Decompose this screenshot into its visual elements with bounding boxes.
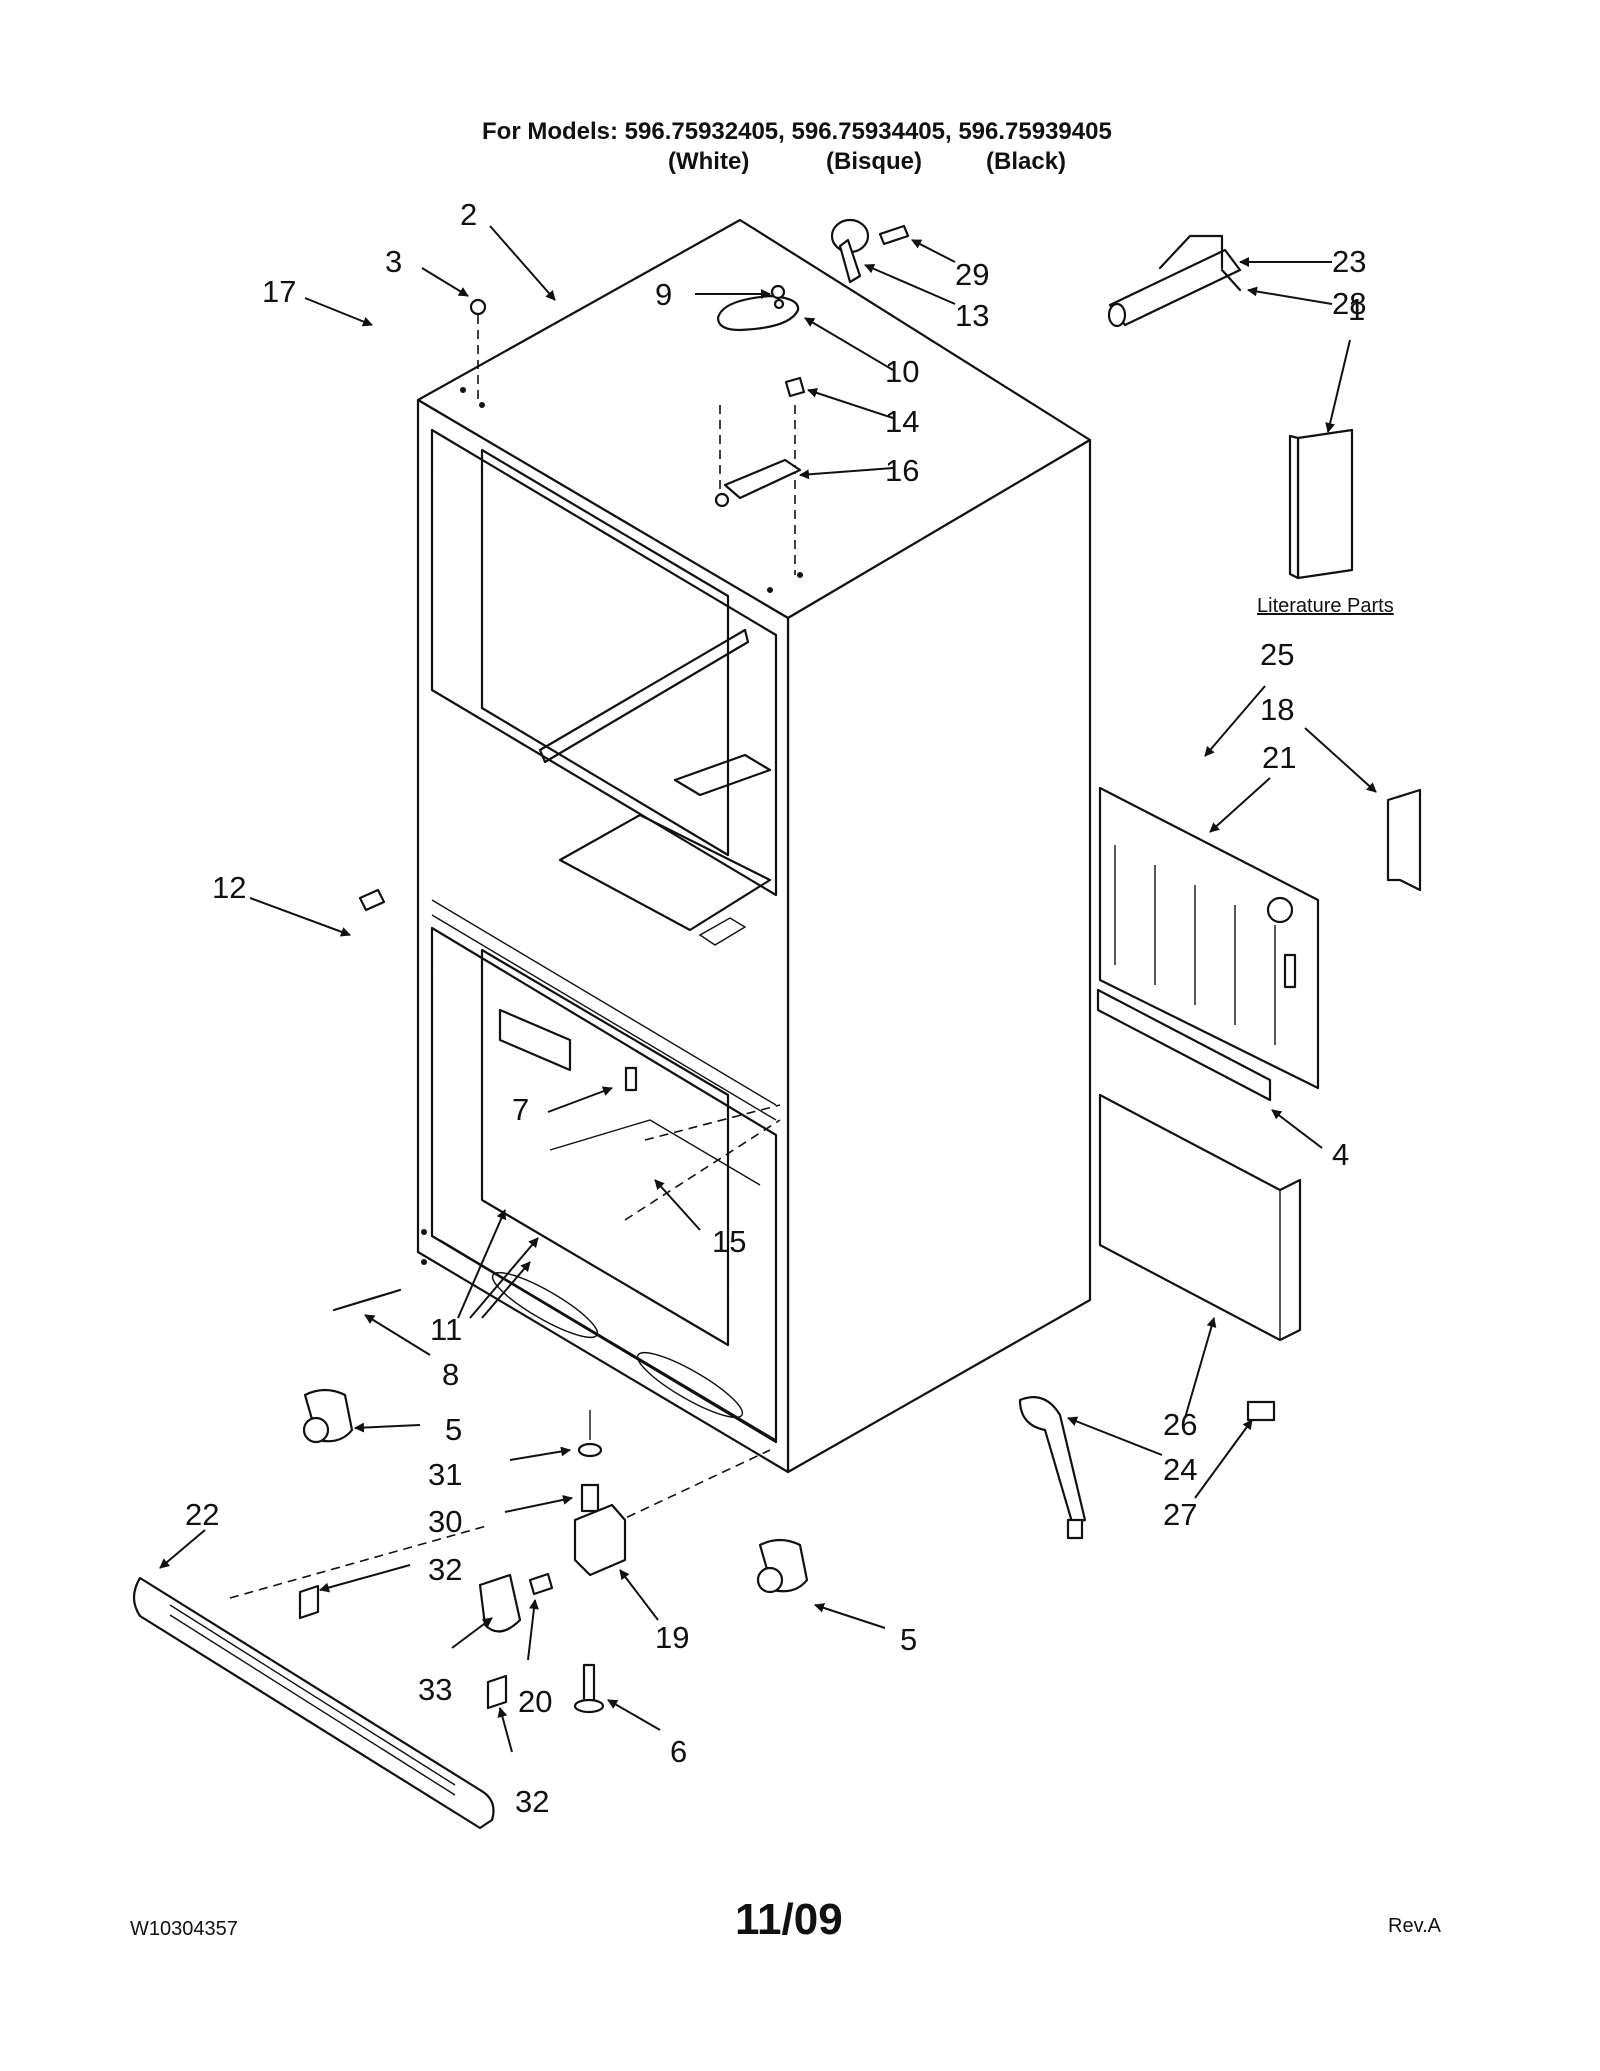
rear-cover-26 (1098, 1093, 1302, 1342)
callout-1: 1 (1348, 292, 1365, 327)
callout-4: 4 (1332, 1137, 1349, 1172)
callout-29: 29 (955, 257, 989, 292)
toe-grille-22 (132, 1576, 508, 1830)
color-white: (White) (668, 148, 750, 175)
callout-10: 10 (885, 354, 919, 389)
upper-hinge (714, 294, 802, 508)
callout-28: 28 (1332, 286, 1366, 321)
callout-20: 20 (518, 1684, 552, 1719)
screws (332, 284, 806, 1312)
callout-30: 30 (428, 1504, 462, 1539)
callout-8: 8 (442, 1357, 459, 1392)
callout-15: 15 (712, 1224, 746, 1259)
callout-13: 13 (955, 298, 989, 333)
color-bisque: (Bisque) (826, 148, 922, 175)
callout-2: 2 (460, 197, 477, 232)
callout-25: 25 (1260, 637, 1294, 672)
literature-caption: Literature Parts (1257, 595, 1394, 617)
date-code: 11/09 (735, 1895, 843, 1944)
callout-11: 11 (430, 1312, 462, 1347)
clip-18 (1386, 788, 1422, 892)
revision: Rev.A (1388, 1915, 1441, 1937)
callout-27: 27 (1163, 1497, 1197, 1532)
callout-18: 18 (1260, 692, 1294, 727)
cabinet (229, 218, 1092, 1599)
callout-5b: 5 (900, 1622, 917, 1657)
switch-27 (1246, 1400, 1276, 1422)
callout-26: 26 (1163, 1407, 1197, 1442)
callout-14: 14 (885, 404, 919, 439)
callout-17: 17 (262, 274, 296, 309)
callout-9: 9 (655, 277, 672, 312)
callout-19: 19 (655, 1620, 689, 1655)
models-line: For Models: 596.75932405, 596.75934405, … (482, 118, 1112, 145)
water-tube-23 (1107, 234, 1242, 328)
callout-32a: 32 (428, 1552, 462, 1587)
callout-6: 6 (670, 1734, 687, 1769)
doc-number: W10304357 (130, 1918, 238, 1940)
callout-labels: 2 3 17 9 29 13 10 14 16 23 28 1 Literatu… (185, 197, 1394, 1819)
callout-5a: 5 (445, 1412, 462, 1447)
lower-hinge-assembly (478, 1410, 627, 1714)
callout-24: 24 (1163, 1452, 1197, 1487)
cover-plate-13 (830, 218, 910, 284)
seal-strip-4 (1096, 988, 1272, 1102)
leader-lines (159, 225, 1377, 1753)
callout-33: 33 (418, 1672, 452, 1707)
color-black: (Black) (986, 148, 1067, 175)
callout-32b: 32 (515, 1784, 549, 1819)
rollers-5 (302, 1388, 809, 1594)
callout-16: 16 (885, 453, 919, 488)
callout-12: 12 (212, 870, 246, 905)
callout-3: 3 (385, 244, 402, 279)
callout-7: 7 (512, 1092, 529, 1127)
callout-23: 23 (1332, 244, 1366, 279)
cabinet-rear-panel-21 (1098, 786, 1320, 1090)
callout-21: 21 (1262, 740, 1296, 775)
callout-31: 31 (428, 1457, 462, 1492)
callout-22: 22 (185, 1497, 219, 1532)
lever-24 (1018, 1396, 1087, 1540)
literature-book (1288, 428, 1354, 580)
